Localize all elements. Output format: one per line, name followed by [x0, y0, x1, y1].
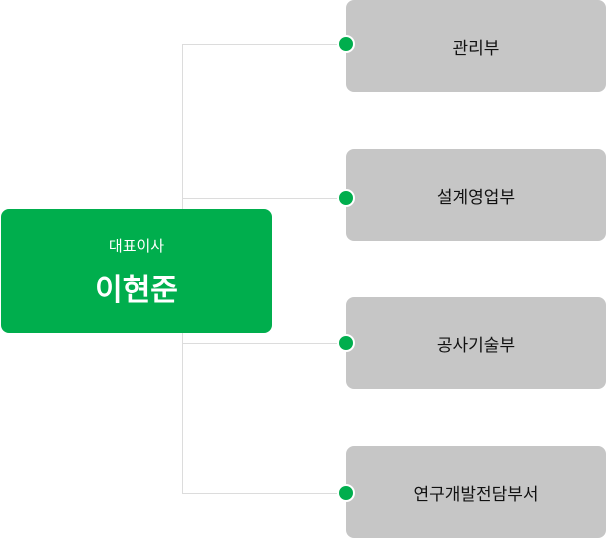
ceo-name: 이현준	[95, 273, 178, 308]
connector-dot-icon	[337, 484, 355, 502]
dept-label: 관리부	[452, 38, 500, 59]
dept-label: 공사기술부	[436, 335, 516, 356]
connector-line	[182, 198, 346, 199]
dept-node-management: 관리부	[346, 0, 606, 92]
connector-line	[182, 44, 346, 45]
connector-dot-icon	[337, 334, 355, 352]
dept-node-design-sales: 설계영업부	[346, 149, 606, 241]
connector-dot-icon	[337, 35, 355, 53]
ceo-role: 대표이사	[108, 237, 165, 255]
connector-dot-icon	[337, 189, 355, 207]
ceo-node: 대표이사 이현준	[1, 209, 272, 333]
dept-label: 설계영업부	[436, 187, 516, 208]
connector-line	[182, 493, 346, 494]
connector-line	[182, 343, 346, 344]
dept-label: 연구개발전담부서	[413, 484, 539, 505]
dept-node-construction: 공사기술부	[346, 297, 606, 389]
dept-node-rnd: 연구개발전담부서	[346, 446, 606, 538]
